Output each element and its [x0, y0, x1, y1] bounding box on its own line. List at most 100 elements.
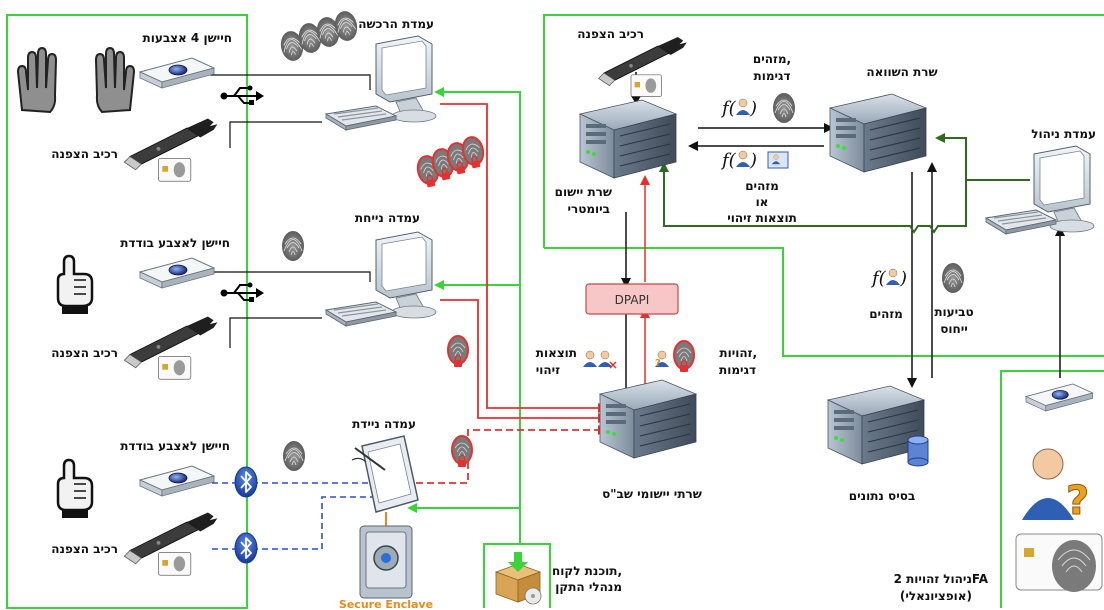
single-finger-sensor-icon-2 — [139, 465, 215, 497]
db-flow-labels: f( ) מזהים טביעות ייחוס — [869, 262, 974, 336]
identifiers-samples-label-2: דגימות — [754, 69, 791, 83]
zone-client-software — [483, 543, 551, 608]
identifiers-db-label: מזהים — [869, 307, 903, 321]
usb-stick-icon — [123, 316, 218, 380]
admin-links — [663, 137, 1030, 234]
hand-left-icon — [16, 46, 58, 114]
usb-icon — [219, 281, 265, 303]
server-link-arrowheads — [631, 96, 937, 388]
user-check-icon — [582, 350, 598, 368]
comparison-server-label: שרת השוואה — [866, 65, 937, 79]
secure-enclave: Secure Enclave — [339, 525, 433, 610]
fingerprint-icon — [772, 92, 796, 124]
wires-encrypted-red — [440, 103, 598, 419]
identification-results-label-2: זיהוי — [536, 363, 560, 377]
secure-enclave-label: Secure Enclave — [339, 598, 433, 610]
encryption-component-label-1: רכיב הצפנה — [51, 147, 118, 161]
server-links — [635, 72, 933, 378]
single-finger-sensor-2-group: חיישן לאצבע בודדת — [56, 439, 230, 518]
zone-endpoints — [6, 14, 248, 609]
server-icon — [599, 379, 697, 459]
green-arrowheads — [407, 87, 444, 513]
server-icon — [579, 99, 677, 179]
twofa-zone-content: ? ניהול זהויות 2FA (אופציונאלי) — [894, 383, 1103, 603]
keyboard-icon — [325, 301, 397, 327]
admin-arrowheads — [659, 133, 945, 172]
function-symbol: f( — [870, 268, 887, 289]
user-icon — [885, 268, 901, 286]
usb-icon — [219, 84, 265, 106]
package-icon — [494, 552, 542, 605]
mobile-station-label: עמדה ניידת — [352, 417, 416, 431]
usb-stick-icon — [123, 512, 218, 576]
red-fingerprint-encrypted — [451, 435, 473, 468]
red-fingerprints-encrypted — [414, 134, 488, 190]
encryption-stick-2: רכיב הצפנה — [51, 316, 218, 380]
svg-text:?: ? — [655, 358, 661, 369]
sensor-4-fingers-group: חיישן 4 אצבעות — [16, 31, 232, 114]
encryption-stick-3: רכיב הצפנה — [51, 512, 218, 576]
dpapi-box[interactable]: DPAPI — [585, 283, 679, 315]
identifiers-or-results-flow: f( ) מזהים או תוצאות זיהוי — [720, 150, 797, 225]
zone-core — [543, 14, 1104, 357]
id-card-icon — [767, 151, 789, 169]
keyboard-icon — [325, 105, 397, 131]
app-servers: שרתי יישומי שב"ס — [599, 379, 702, 501]
admin-station: עמדת ניהול — [985, 127, 1096, 235]
monitor-icon — [375, 35, 437, 123]
fixed-station: עמדה נייחת — [281, 211, 469, 368]
sensor-4-fingers-icon — [139, 57, 215, 89]
user-icon — [735, 150, 751, 168]
database-label: בסיס נתונים — [849, 489, 915, 503]
svg-text:): ) — [899, 268, 907, 289]
tablet-icon — [351, 435, 419, 513]
twofa-label-1: ניהול זהויות 2FA — [894, 572, 989, 586]
fingerprint-icon — [281, 230, 305, 262]
identities-samples-label-1: זהויות, — [719, 346, 757, 360]
admin-station-label: עמדת ניהול — [1031, 127, 1096, 141]
svg-text:): ) — [749, 98, 757, 119]
bluetooth-icon — [234, 466, 258, 498]
pointing-hand-icon — [56, 458, 94, 518]
user-icon — [735, 98, 751, 116]
fingerprint-ref-label-1: טביעות — [934, 305, 973, 319]
mobile-station: עמדה ניידת — [282, 417, 473, 513]
monitor-icon — [375, 231, 437, 319]
usb-symbol-2 — [219, 281, 265, 303]
fingerprint-icon — [941, 262, 965, 294]
biometric-server-label-2: ביומטרי — [567, 202, 610, 216]
svg-text:?: ? — [1066, 478, 1089, 524]
fixed-station-label: עמדה נייחת — [355, 211, 420, 225]
svg-text:): ) — [749, 150, 757, 171]
identification-results-flow: תוצאות זיהוי — [536, 346, 617, 377]
identities-samples-flow: ? זהויות, דגימות — [654, 340, 757, 377]
identifiers-samples-flow: מזהים, דגימות f( ) — [720, 52, 796, 124]
hand-right-icon — [94, 46, 136, 114]
encryption-component-top-label: רכיב הצפנה — [577, 27, 644, 41]
identifiers-or-label-1: מזהים — [745, 179, 779, 193]
identifiers-samples-label-1: מזהים, — [753, 52, 791, 66]
identification-results-label-1: תוצאות — [536, 346, 577, 360]
pointing-hand-icon — [56, 254, 94, 314]
safe-icon — [359, 525, 413, 599]
app-servers-label: שרתי יישומי שב"ס — [602, 487, 702, 501]
fingerprint-ref-label-2: ייחוס — [940, 322, 968, 336]
usb-symbol-1 — [219, 84, 265, 106]
client-software-label-1: תוכנת לקוח, — [552, 564, 622, 578]
bluetooth-icon — [234, 532, 258, 564]
smart-card-icon — [1015, 533, 1103, 592]
encryption-component-top: רכיב הצפנה — [577, 27, 688, 97]
wires-usb — [210, 74, 371, 348]
bluetooth-2 — [234, 532, 258, 564]
dpapi-links — [621, 175, 650, 400]
fingerprint-icon — [282, 440, 306, 472]
database-cylinder-icon — [907, 435, 929, 467]
usb-stick-icon — [123, 118, 218, 182]
single-finger-sensor-label-2: חיישן לאצבע בודדת — [120, 439, 230, 453]
red-fingerprint-encrypted — [447, 335, 469, 368]
wires-management-green — [417, 91, 521, 544]
keyboard-icon — [985, 209, 1057, 235]
twofa-label-2: (אופציונאלי) — [900, 589, 972, 603]
